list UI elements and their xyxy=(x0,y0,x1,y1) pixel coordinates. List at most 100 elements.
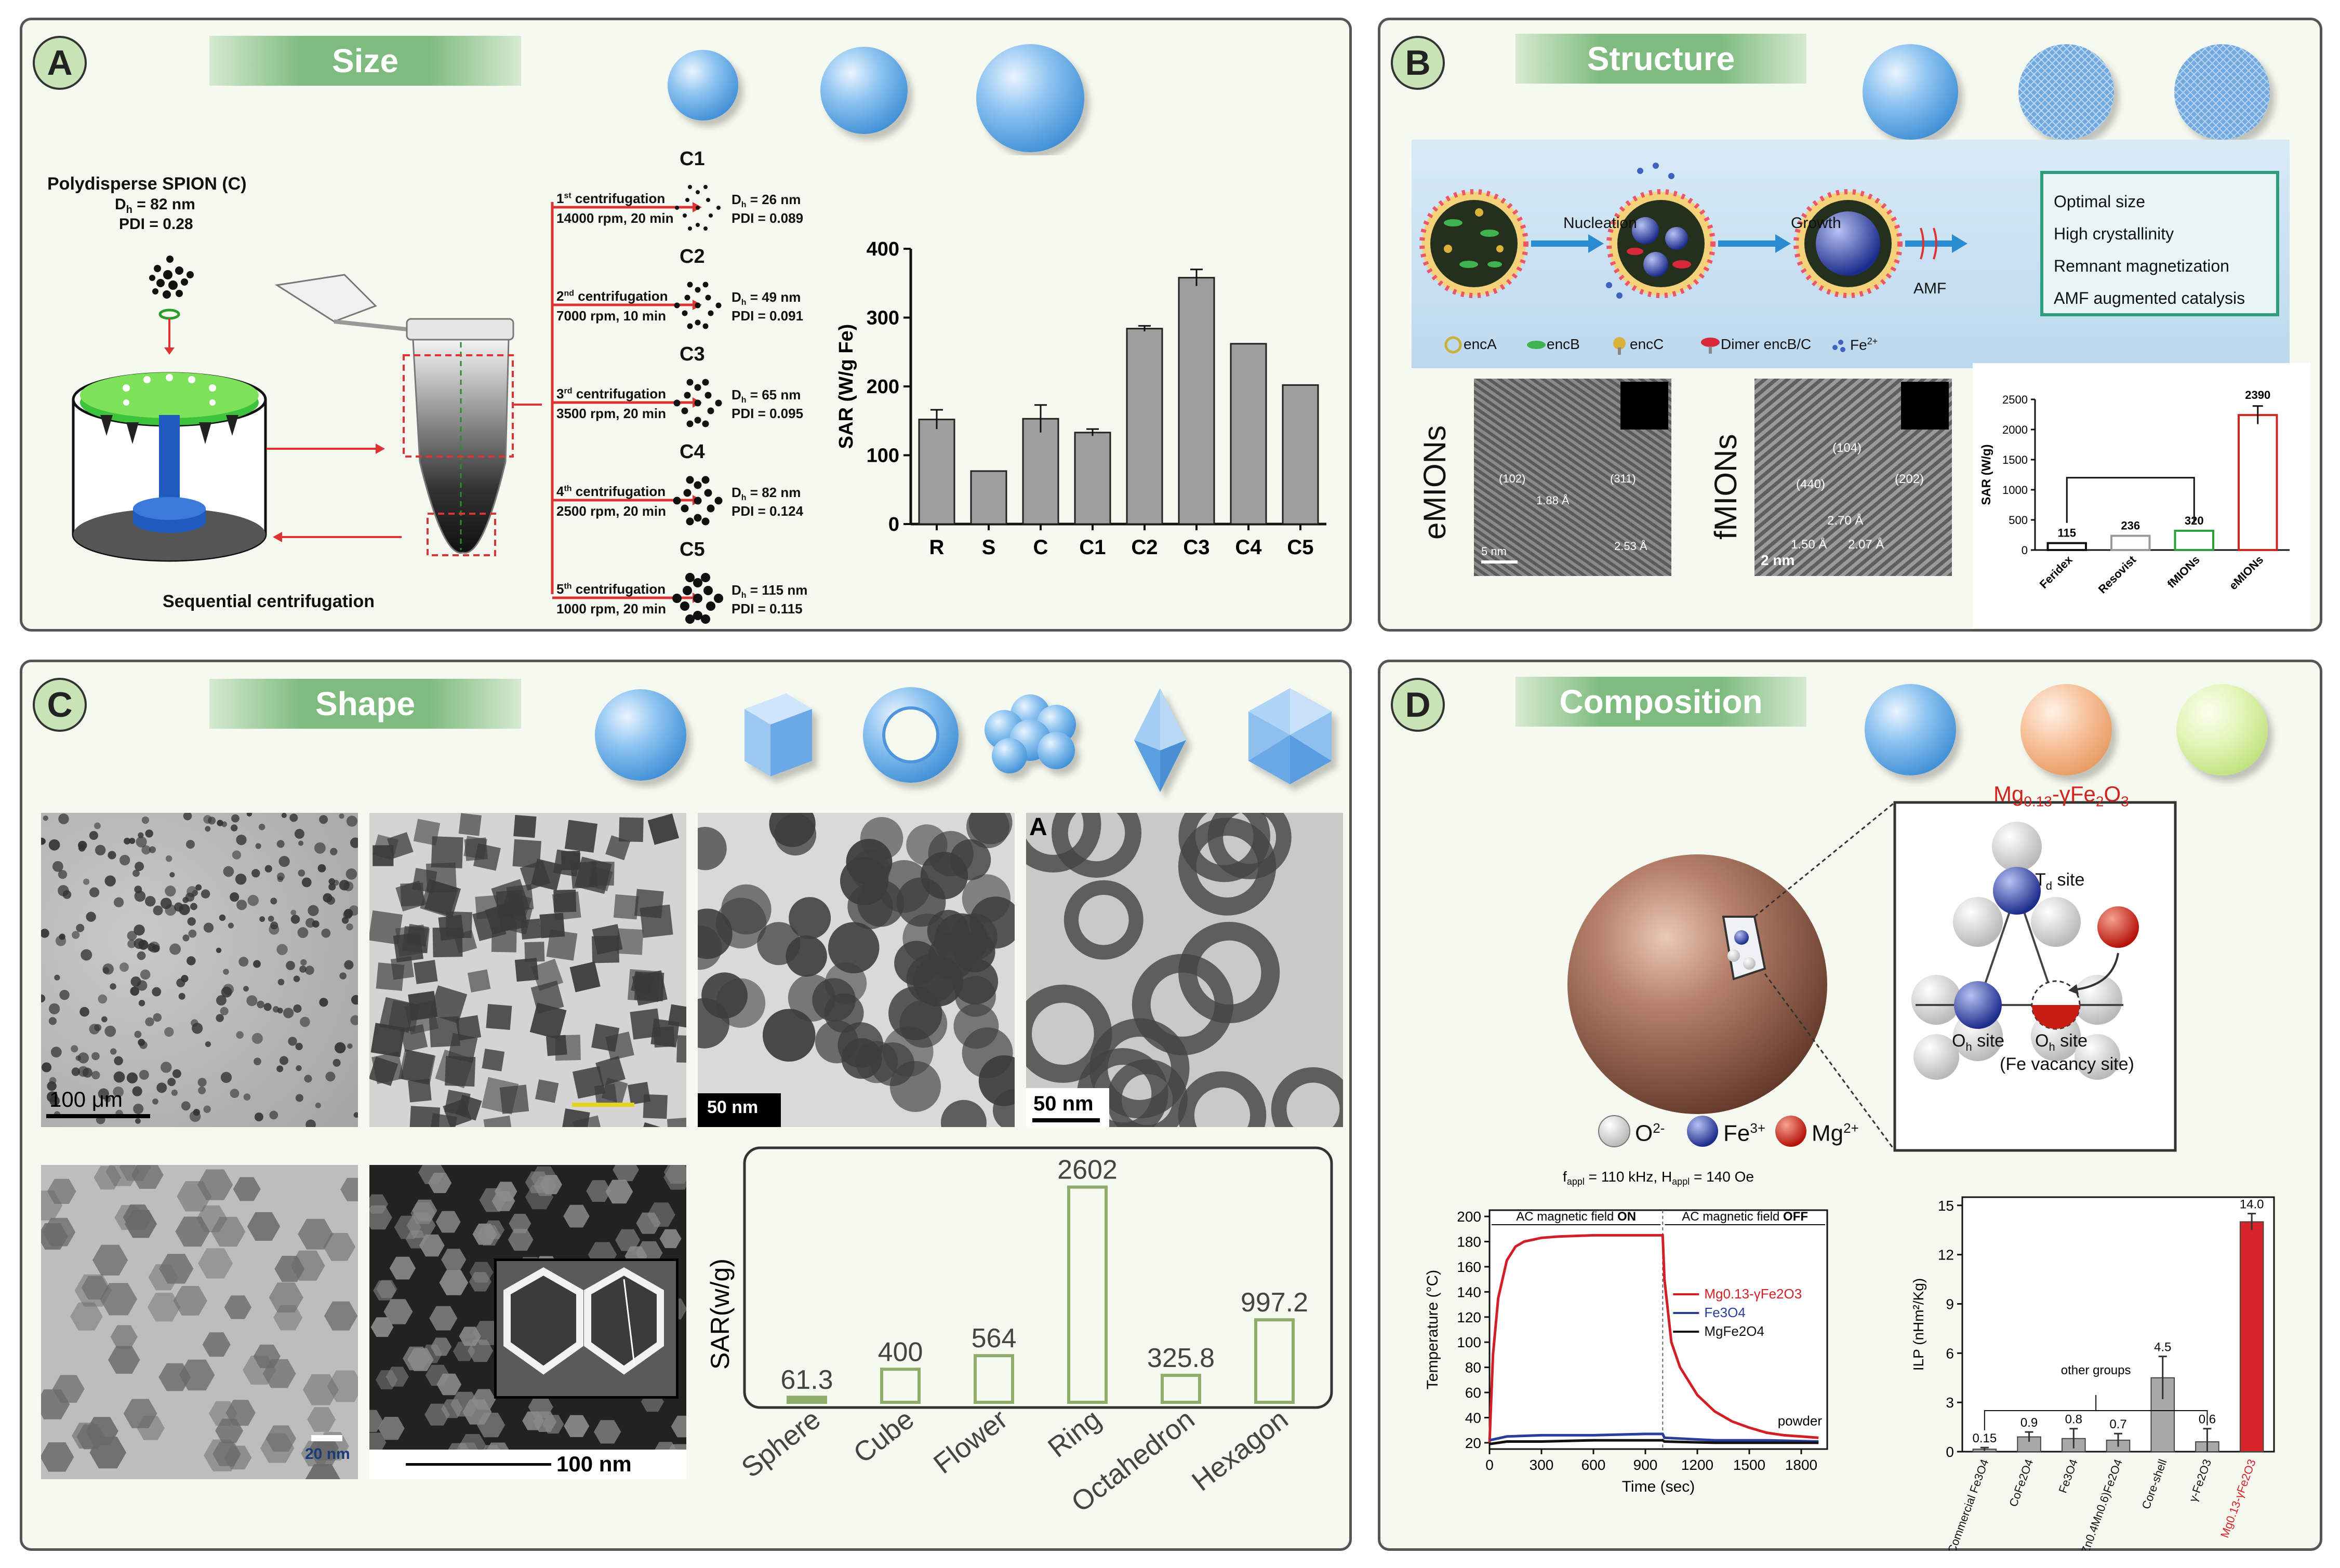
panel-c-badge: C xyxy=(33,678,87,732)
step-pdi: PDI = 0.089 xyxy=(732,210,804,226)
zoom-inset xyxy=(494,1258,679,1399)
hexagon-tem-image: 100 nm xyxy=(369,1165,686,1479)
bar-value-label: 997.2 xyxy=(1241,1288,1308,1318)
annotation-label: powder xyxy=(1778,1413,1823,1429)
green-sphere-icon xyxy=(2176,684,2268,775)
step-dh: Dh = 115 nm xyxy=(732,582,808,600)
y-tick-label: 20 xyxy=(1465,1435,1481,1451)
formula-label: Mg0.13-γFe2O3 xyxy=(1993,782,2129,810)
fmions-tem-image: (104) (440) (202) 2.70 Å 1.50 Å 2.07 Å 2… xyxy=(1754,379,1952,576)
temperature-chart: fappl = 110 kHz, Happl = 140 Oe AC magnet… xyxy=(1424,1169,1828,1495)
series-line xyxy=(1488,1234,1819,1443)
y-tick-label: 180 xyxy=(1457,1234,1481,1250)
d-spacing-label: 1.50 Å xyxy=(1791,538,1827,552)
step-pdi: PDI = 0.115 xyxy=(732,601,803,617)
step-dh: Dh = 65 nm xyxy=(732,387,801,405)
legend-fe: Fe2+ xyxy=(1850,336,1878,353)
y-tick-label: 120 xyxy=(1457,1309,1481,1325)
legend-label: Mg0.13-γFe2O3 xyxy=(1704,1286,1802,1302)
step-label: C4 xyxy=(680,441,705,463)
bar xyxy=(2174,529,2214,552)
bar-value-label: 0.15 xyxy=(1972,1431,1997,1445)
plot-area xyxy=(1488,1209,1828,1450)
feature-item: Remnant magnetization xyxy=(2054,257,2229,275)
centrifuge-tube-icon xyxy=(274,274,514,556)
bar xyxy=(1230,343,1267,525)
step-particles-icon xyxy=(673,476,723,526)
panel-d-badge: D xyxy=(1391,678,1445,732)
nanoparticle-sphere xyxy=(1567,854,1827,1114)
sar-shape-chart: SAR(w/g)61.3Sphere400Cube564Flower2602Ri… xyxy=(706,1146,1333,1518)
large-sphere-icon xyxy=(976,44,1084,152)
flower-tem-image: 50 nm xyxy=(698,813,1015,1127)
ion-legend-fe: Fe3+ xyxy=(1723,1120,1766,1146)
nucleation-growth-scheme xyxy=(1419,163,1967,355)
emions-tem-image: (102) (311) 1.88 Å 2.53 Å 5 nm xyxy=(1474,379,1671,576)
panel-b-title: Structure xyxy=(1515,34,1806,84)
oh-fe-ion xyxy=(1954,981,2002,1029)
composition-spheres xyxy=(1865,684,2268,775)
feature-item: AMF augmented catalysis xyxy=(2054,289,2245,307)
y-tick-label: 100 xyxy=(867,445,899,467)
fmions-label: fMIONs xyxy=(1708,434,1743,540)
field-off-label: AC magnetic field OFF xyxy=(1682,1210,1808,1224)
x-tick-label: 600 xyxy=(1581,1457,1606,1473)
bar-value-label: 61.3 xyxy=(780,1365,833,1395)
y-tick-label: 6 xyxy=(1946,1345,1954,1361)
shape-icons xyxy=(595,687,1332,792)
chart-title: fappl = 110 kHz, Happl = 140 Oe xyxy=(1563,1169,1754,1187)
nucleation-label: Nucleation xyxy=(1563,215,1637,232)
step-particles-icon xyxy=(672,573,723,624)
step-dh: Dh = 49 nm xyxy=(732,289,801,307)
y-tick-label: 500 xyxy=(2009,514,2028,527)
series-line xyxy=(1489,1439,1819,1445)
bar xyxy=(1254,1318,1295,1404)
y-tick-label: 12 xyxy=(1938,1247,1954,1263)
step-condition: 7000 rpm, 10 min xyxy=(556,308,666,324)
amf-label: AMF xyxy=(1913,280,1947,297)
y-tick-label: 40 xyxy=(1465,1410,1481,1426)
y-tick-label: 200 xyxy=(1457,1209,1481,1225)
bar-value-label: 2390 xyxy=(2245,388,2270,401)
step-particles-icon xyxy=(675,185,721,231)
bar xyxy=(787,1396,827,1404)
step-pdi: PDI = 0.091 xyxy=(732,308,804,324)
y-axis-label: Temperature (°C) xyxy=(1424,1270,1441,1389)
bar-value-label: 115 xyxy=(2058,527,2077,540)
chart-frame xyxy=(743,1146,1333,1409)
bar xyxy=(1074,432,1111,525)
feature-item: Optimal size xyxy=(2054,192,2146,211)
cube-shape-icon xyxy=(744,693,812,776)
plane-label: (202) xyxy=(1895,472,1924,486)
d-spacing-label: 2.70 Å xyxy=(1827,514,1864,528)
series-line xyxy=(1489,1432,1819,1443)
lattice-diagram xyxy=(1911,822,2139,1080)
x-tick-label: Commercial Fe3O4 xyxy=(1945,1457,1991,1550)
mesh-sphere-icon xyxy=(2018,44,2114,140)
bar-value-label: 236 xyxy=(2121,519,2140,532)
panel-b: B Structure xyxy=(1378,18,2322,632)
group-annotation: other groups xyxy=(2061,1363,2131,1377)
scale-label: 5 nm xyxy=(1481,545,1507,558)
y-tick-label: 3 xyxy=(1946,1395,1954,1411)
step-pdi: PDI = 0.124 xyxy=(732,503,804,519)
x-tick-label: C4 xyxy=(1235,536,1262,559)
y-axis-label: ILP (nHm²/Kg) xyxy=(1910,1278,1926,1371)
panel-c-title: Shape xyxy=(209,679,521,729)
td-site-label: Td site xyxy=(2035,870,2085,892)
crystal-schematic xyxy=(1567,801,2177,1152)
y-tick-label: 0 xyxy=(1946,1444,1954,1460)
y-tick-label: 160 xyxy=(1457,1259,1481,1275)
bar xyxy=(2046,542,2087,552)
size-spheres xyxy=(668,44,1084,152)
growth-label: Growth xyxy=(1791,215,1841,232)
sequential-caption: Sequential centrifugation xyxy=(163,592,375,611)
group-bracket xyxy=(1984,1410,2208,1430)
bar xyxy=(2110,534,2151,551)
bar xyxy=(1022,418,1059,525)
bar xyxy=(1282,384,1319,525)
plot-area xyxy=(1961,1196,2275,1453)
bar xyxy=(970,470,1007,525)
step-particles-icon xyxy=(673,379,722,427)
